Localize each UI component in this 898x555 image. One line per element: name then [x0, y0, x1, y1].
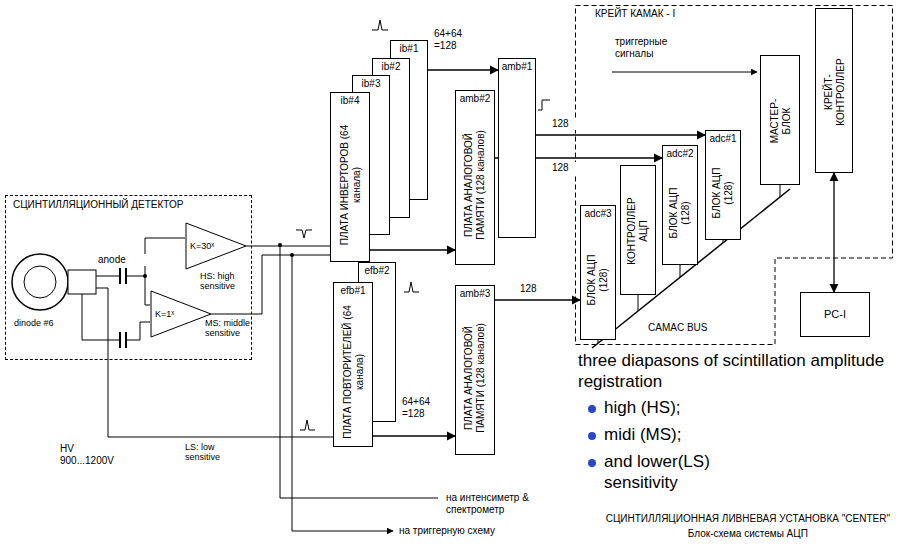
node-heading: ib#1 — [400, 43, 419, 55]
amplifier-outline — [186, 223, 246, 269]
signal-connector — [370, 249, 455, 250]
junction-dot — [278, 243, 282, 247]
node-heading: ib#4 — [341, 95, 360, 107]
node-heading: K=30ˣ — [190, 241, 214, 252]
supply-label: HV 900...1200V — [60, 443, 130, 466]
output-wire — [280, 245, 438, 531]
bullet-dot — [588, 432, 596, 440]
pmt-base — [68, 270, 96, 294]
signal-connector — [536, 134, 705, 135]
diagram-title: СЦИНТИЛЛЯЦИОННАЯ ЛИВНЕВАЯ УСТАНОВКА "CEN… — [606, 513, 890, 525]
edge-label: HS: high sensitive — [200, 271, 248, 292]
bullet-dot — [588, 459, 596, 467]
pulse-symbol — [296, 230, 312, 238]
edge-label: LS: low sensitive — [185, 442, 233, 463]
amplifier-outline — [151, 291, 211, 337]
inverter-board: ib#4ПЛАТА ИНВЕРТОРОВ (64 канала) — [330, 92, 370, 262]
pmt-window — [12, 254, 68, 310]
node-heading: КРЕЙТ КАМАК - I — [595, 8, 675, 20]
node-label: БЛОК АЦП (128) — [668, 182, 692, 244]
signal-connector — [108, 360, 333, 437]
pulse-symbol — [300, 420, 315, 430]
edge-label: MS: middle sensitive — [205, 318, 251, 339]
node-heading: amb#2 — [460, 93, 491, 105]
diagram-caption: Блок-схема системы АЦП — [688, 528, 808, 540]
crate-controller: КРЕЙТ-КОНТРОЛЛЕР — [815, 8, 853, 173]
trigger-arrow — [612, 72, 757, 73]
signal-connector — [428, 69, 498, 70]
signal-label: триггерные сигналы — [615, 36, 705, 59]
node-heading: ib#3 — [362, 78, 381, 90]
pulse-symbol — [372, 20, 388, 30]
output-label: на интенсиметр & спектрометр — [446, 492, 546, 515]
memory-board: amb#1 — [498, 58, 536, 238]
bus-label: CAMAC BUS — [648, 322, 718, 334]
node-label: ПЛАТА ИНВЕРТОРОВ (64 канала) — [338, 122, 362, 247]
edge-label: 64+64 =128 — [402, 396, 448, 419]
pin-label: anode — [98, 254, 158, 266]
node-label: ПЛАТА ПОВТОРИТЕЛЕЙ (64 канала) — [341, 305, 365, 440]
note-item: midi (MS); — [604, 424, 804, 445]
node-heading: PC-I — [824, 308, 846, 321]
bullet-dot — [588, 405, 596, 413]
note-heading: three diapasons of scintillation amplitu… — [578, 350, 888, 393]
pin-label: dinode #6 — [14, 318, 74, 328]
node-heading: amb#1 — [502, 61, 533, 73]
adc-block: adc#1БЛОК АЦП (128) — [705, 130, 741, 240]
junction-dot — [143, 274, 147, 278]
capacitor-symbol — [120, 268, 126, 348]
node-heading: ib#2 — [382, 61, 401, 73]
node-heading: amb#3 — [460, 288, 491, 300]
signal-connector — [373, 435, 455, 436]
node-heading: adc#3 — [584, 208, 611, 220]
node-heading: СЦИНТИЛЛЯЦИОННЫЙ ДЕТЕКТОР — [13, 199, 183, 211]
node-heading: КРЕЙТ-КОНТРОЛЛЕР — [822, 49, 846, 134]
junction-dot — [290, 253, 294, 257]
node-heading: adc#1 — [709, 133, 736, 145]
edge-label: 128 — [520, 283, 550, 295]
node-heading: КОНТРОЛЛЕР АЦП — [626, 191, 650, 271]
pulse-symbol — [538, 100, 550, 110]
master-block: МАСТЕР-БЛОК — [760, 55, 800, 185]
node-heading: efb#2 — [364, 265, 389, 277]
output-label: на триггерную схему — [399, 525, 539, 537]
signal-connector — [495, 299, 580, 300]
node-heading: K=1ˣ — [155, 309, 174, 320]
pmt-photocathode — [24, 266, 56, 298]
edge-label: 64+64 =128 — [434, 28, 474, 51]
crate-outline — [576, 6, 893, 345]
node-label: ПЛАТА АНАЛОГОВОЙ ПАМЯТИ (128 каналов) — [463, 115, 487, 255]
signal-connector — [246, 246, 330, 247]
edge-label: 128 — [552, 162, 582, 174]
follower-board: efb#1ПЛАТА ПОВТОРИТЕЛЕЙ (64 канала) — [333, 282, 373, 447]
node-label: БЛОК АЦП (128) — [711, 162, 735, 224]
note-item: and lower(LS) sensitivity — [604, 451, 754, 494]
adc-block: adc#3БЛОК АЦП (128) — [580, 205, 616, 340]
amplifier-triangle: K=30ˣ — [186, 223, 246, 269]
note-item: high (HS); — [604, 397, 804, 418]
amplifier-triangle: K=1ˣ — [151, 291, 211, 337]
node-heading: efb#1 — [340, 285, 365, 297]
node-heading: adc#2 — [666, 148, 693, 160]
node-label: БЛОК АЦП (128) — [586, 249, 610, 311]
memory-board: amb#2ПЛАТА АНАЛОГОВОЙ ПАМЯТИ (128 канало… — [455, 90, 495, 265]
computer-box: PC-I — [800, 292, 870, 337]
pulse-symbol — [404, 282, 419, 292]
adc-controller: КОНТРОЛЛЕР АЦП — [620, 165, 656, 295]
memory-board: amb#3ПЛАТА АНАЛОГОВОЙ ПАМЯТИ (128 канало… — [455, 285, 495, 455]
edge-label: 128 — [552, 118, 582, 130]
node-heading: МАСТЕР-БЛОК — [768, 94, 792, 149]
adc-block: adc#2БЛОК АЦП (128) — [662, 145, 698, 265]
signal-connector — [833, 173, 834, 292]
node-label: ПЛАТА АНАЛОГОВОЙ ПАМЯТИ (128 каналов) — [463, 308, 487, 448]
